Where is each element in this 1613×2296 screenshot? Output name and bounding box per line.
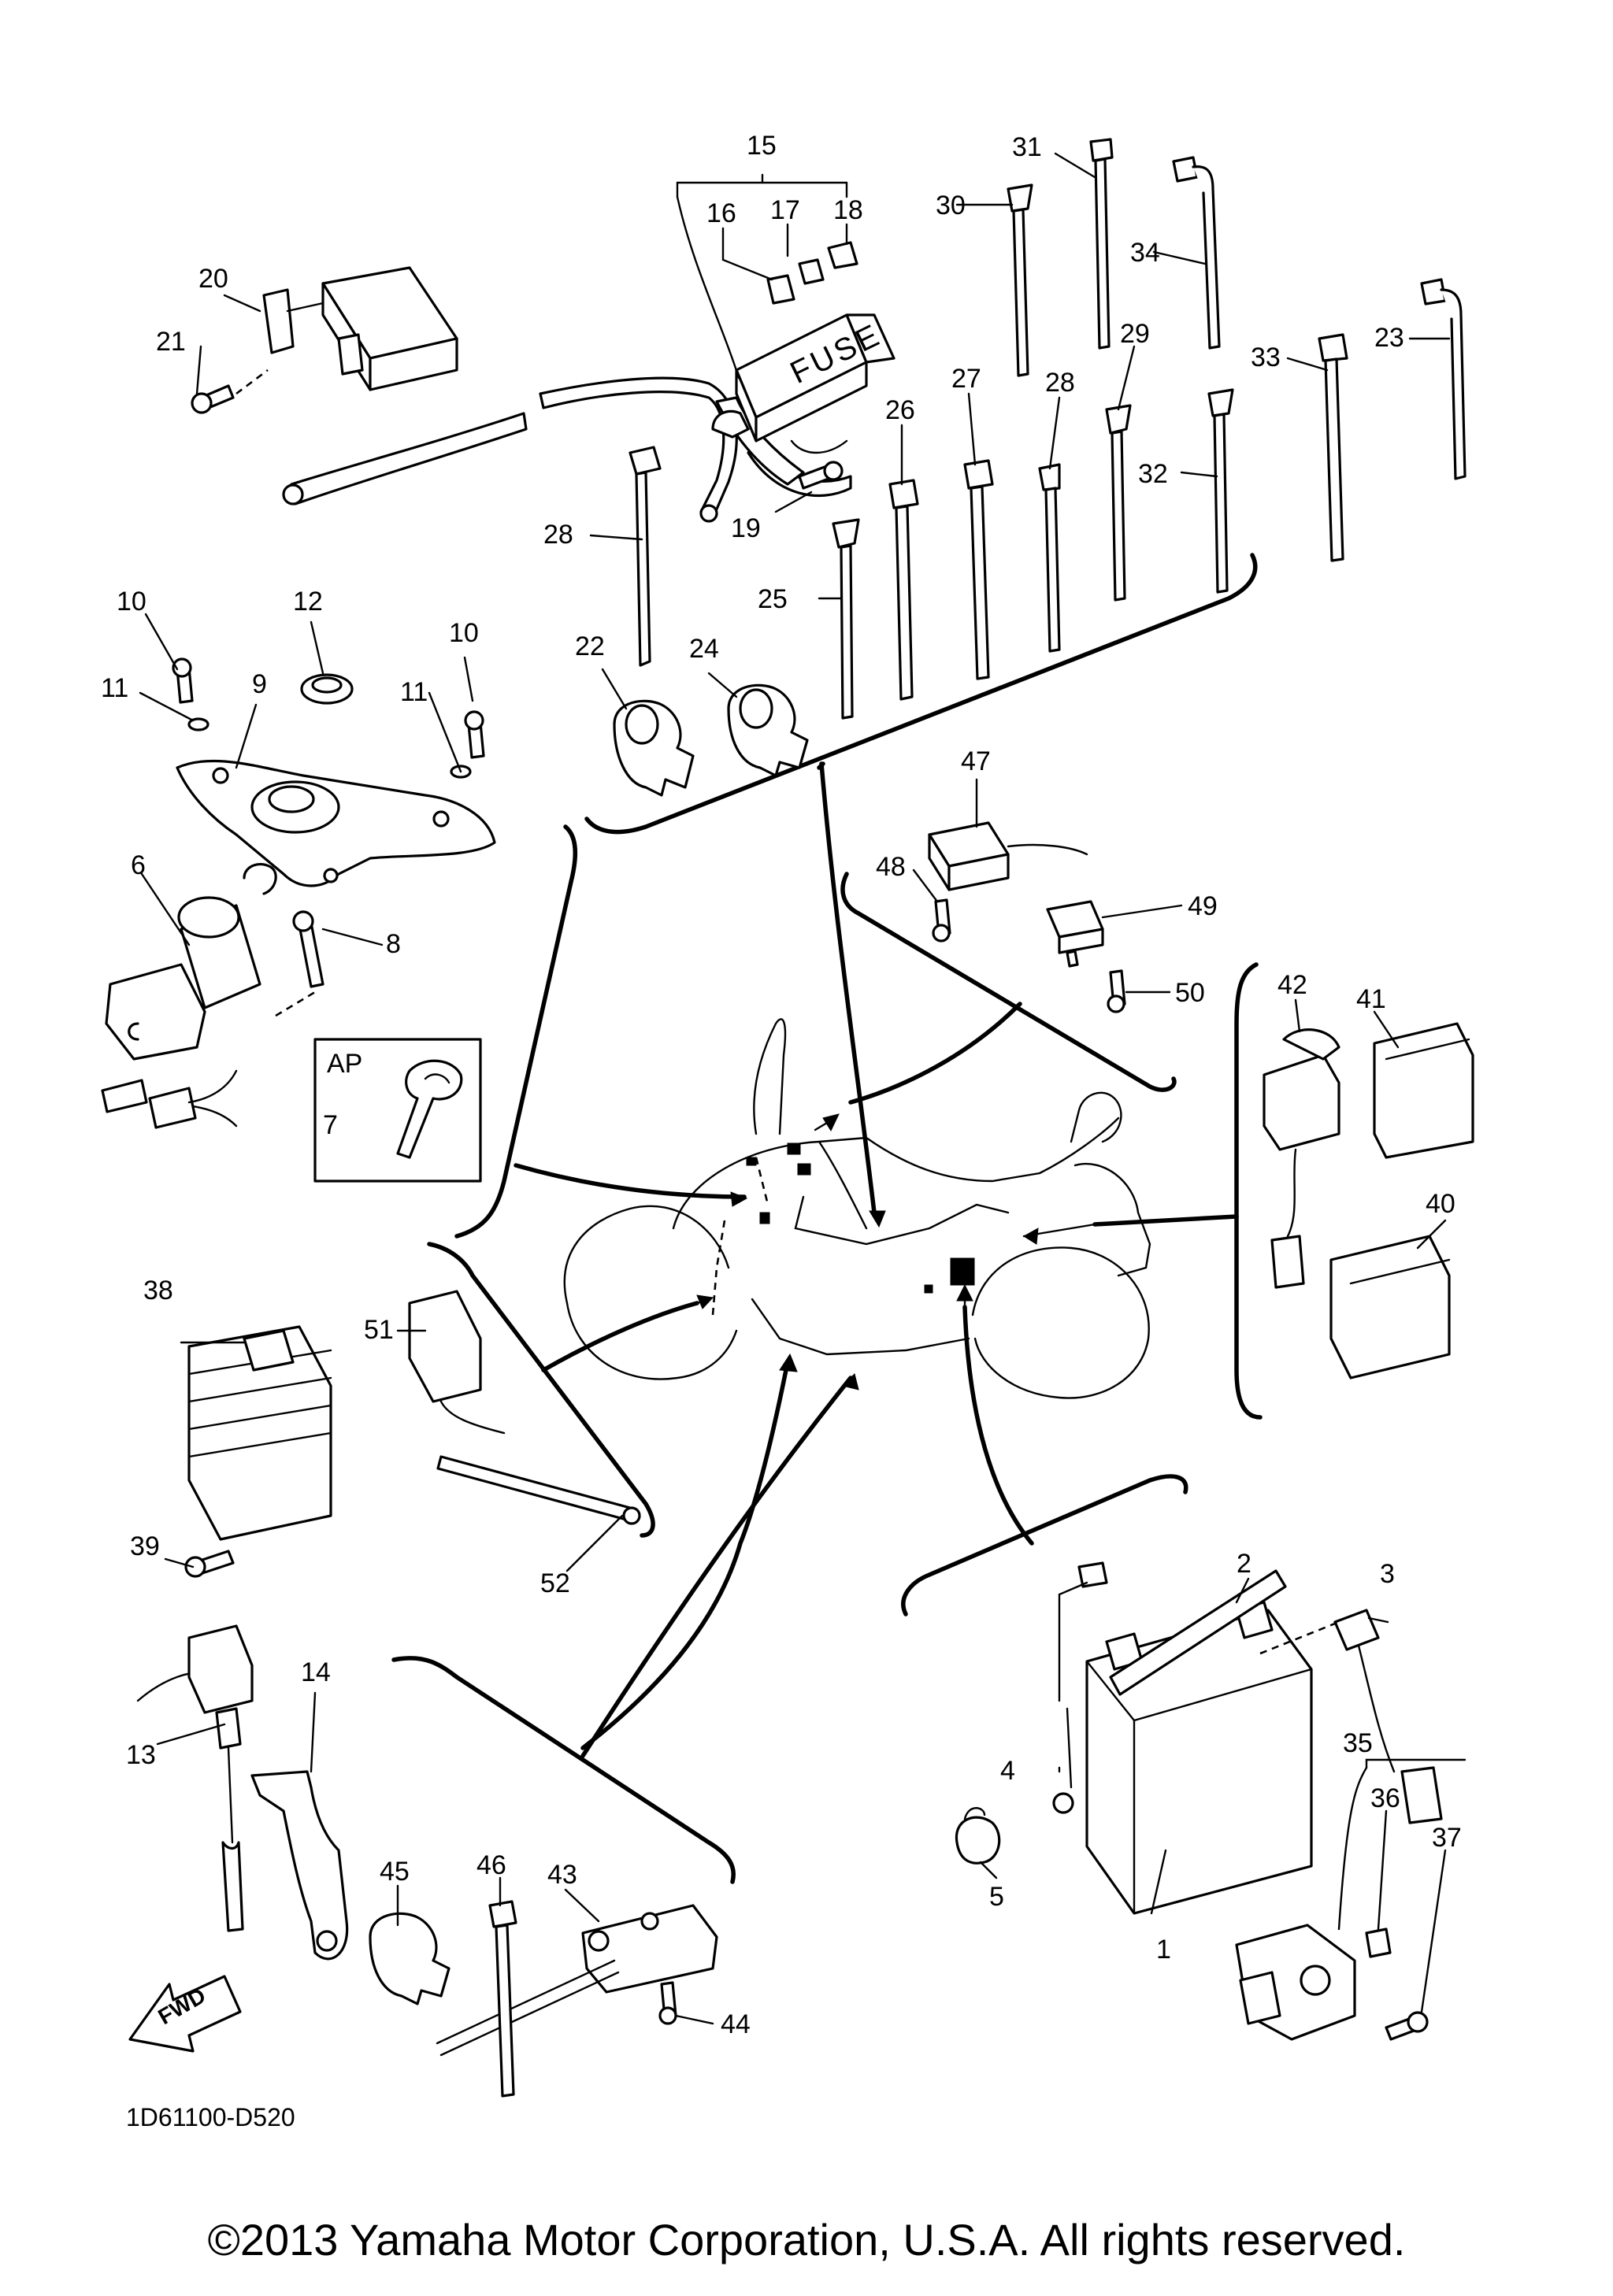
electrical-parts-diagram: FUSE — [101, 131, 1474, 2131]
callout-22: 22 — [575, 631, 605, 661]
callout-33: 33 — [1251, 343, 1281, 372]
callout-32: 32 — [1138, 459, 1168, 489]
ap-key-inset: AP — [313, 1038, 482, 1183]
callout-31: 31 — [1012, 132, 1042, 162]
callout-11-left: 11 — [101, 673, 128, 703]
callout-52: 52 — [540, 1568, 570, 1598]
regulator-group — [184, 1290, 641, 1578]
callout-34: 34 — [1130, 238, 1160, 268]
callout-3: 3 — [1380, 1559, 1395, 1589]
callout-39: 39 — [130, 1531, 160, 1561]
callout-10-left: 10 — [117, 587, 146, 617]
callout-7: 7 — [323, 1110, 338, 1140]
battery-group — [955, 1561, 1443, 2041]
callout-24: 24 — [689, 634, 719, 664]
callout-14: 14 — [301, 1657, 331, 1687]
sensors-group: FWD — [128, 1624, 718, 2098]
callout-numbers: 1 2 3 4 5 6 7 8 9 10 10 11 11 12 13 14 1… — [101, 131, 1462, 2039]
callout-50: 50 — [1175, 978, 1205, 1008]
callout-19: 19 — [731, 513, 761, 543]
callout-25: 25 — [758, 584, 788, 614]
callout-28-right: 28 — [1045, 368, 1075, 398]
callout-27: 27 — [951, 364, 981, 394]
callout-1: 1 — [1156, 1935, 1171, 1965]
callout-leaders — [139, 152, 1467, 2025]
callout-6: 6 — [131, 850, 146, 880]
callout-21: 21 — [156, 327, 186, 357]
cable-ties-group — [613, 138, 1467, 797]
callout-48: 48 — [876, 852, 906, 882]
callout-23: 23 — [1374, 323, 1404, 353]
callout-10-right: 10 — [449, 618, 479, 648]
ignition-group — [101, 657, 496, 1129]
callout-41: 41 — [1356, 984, 1386, 1014]
callout-5: 5 — [989, 1882, 1004, 1912]
callout-26: 26 — [885, 395, 915, 425]
callout-36: 36 — [1370, 1783, 1400, 1813]
callout-12: 12 — [293, 587, 323, 617]
callout-45: 45 — [380, 1857, 410, 1887]
callout-47: 47 — [961, 746, 991, 776]
callout-11-right: 11 — [400, 677, 428, 707]
drawing-code: 1D61100-D520 — [126, 2103, 295, 2131]
callout-8: 8 — [386, 929, 401, 959]
ap-label: AP — [327, 1049, 362, 1079]
wire-harness-group: FUSE — [191, 241, 895, 523]
callout-16: 16 — [706, 198, 736, 228]
fwd-arrow: FWD — [128, 1975, 242, 2053]
copyright-notice: ©2013 Yamaha Motor Corporation, U.S.A. A… — [207, 2215, 1406, 2265]
switches-group — [928, 821, 1126, 1013]
callout-4: 4 — [1000, 1756, 1015, 1786]
group-leader-lines — [391, 553, 1263, 1884]
callout-49: 49 — [1188, 891, 1218, 921]
callout-38: 38 — [143, 1276, 173, 1305]
callout-51: 51 — [364, 1315, 394, 1345]
callout-30: 30 — [936, 191, 966, 220]
callout-35: 35 — [1343, 1728, 1373, 1758]
callout-46: 46 — [476, 1850, 506, 1880]
callout-20: 20 — [198, 264, 228, 294]
callout-28-left: 28 — [543, 520, 573, 550]
callout-13: 13 — [126, 1740, 156, 1770]
callout-40: 40 — [1426, 1189, 1455, 1219]
callout-17: 17 — [770, 195, 800, 225]
motorcycle-silhouette — [563, 1018, 1151, 1399]
callout-9: 9 — [252, 669, 267, 699]
callout-2: 2 — [1237, 1549, 1251, 1579]
callout-37: 37 — [1432, 1823, 1462, 1853]
callout-43: 43 — [547, 1860, 577, 1890]
relays-group — [1263, 1022, 1474, 1379]
callout-42: 42 — [1277, 970, 1307, 1000]
callout-15: 15 — [747, 131, 777, 161]
callout-29: 29 — [1120, 319, 1150, 349]
callout-18: 18 — [833, 195, 863, 225]
callout-44: 44 — [721, 2009, 751, 2039]
